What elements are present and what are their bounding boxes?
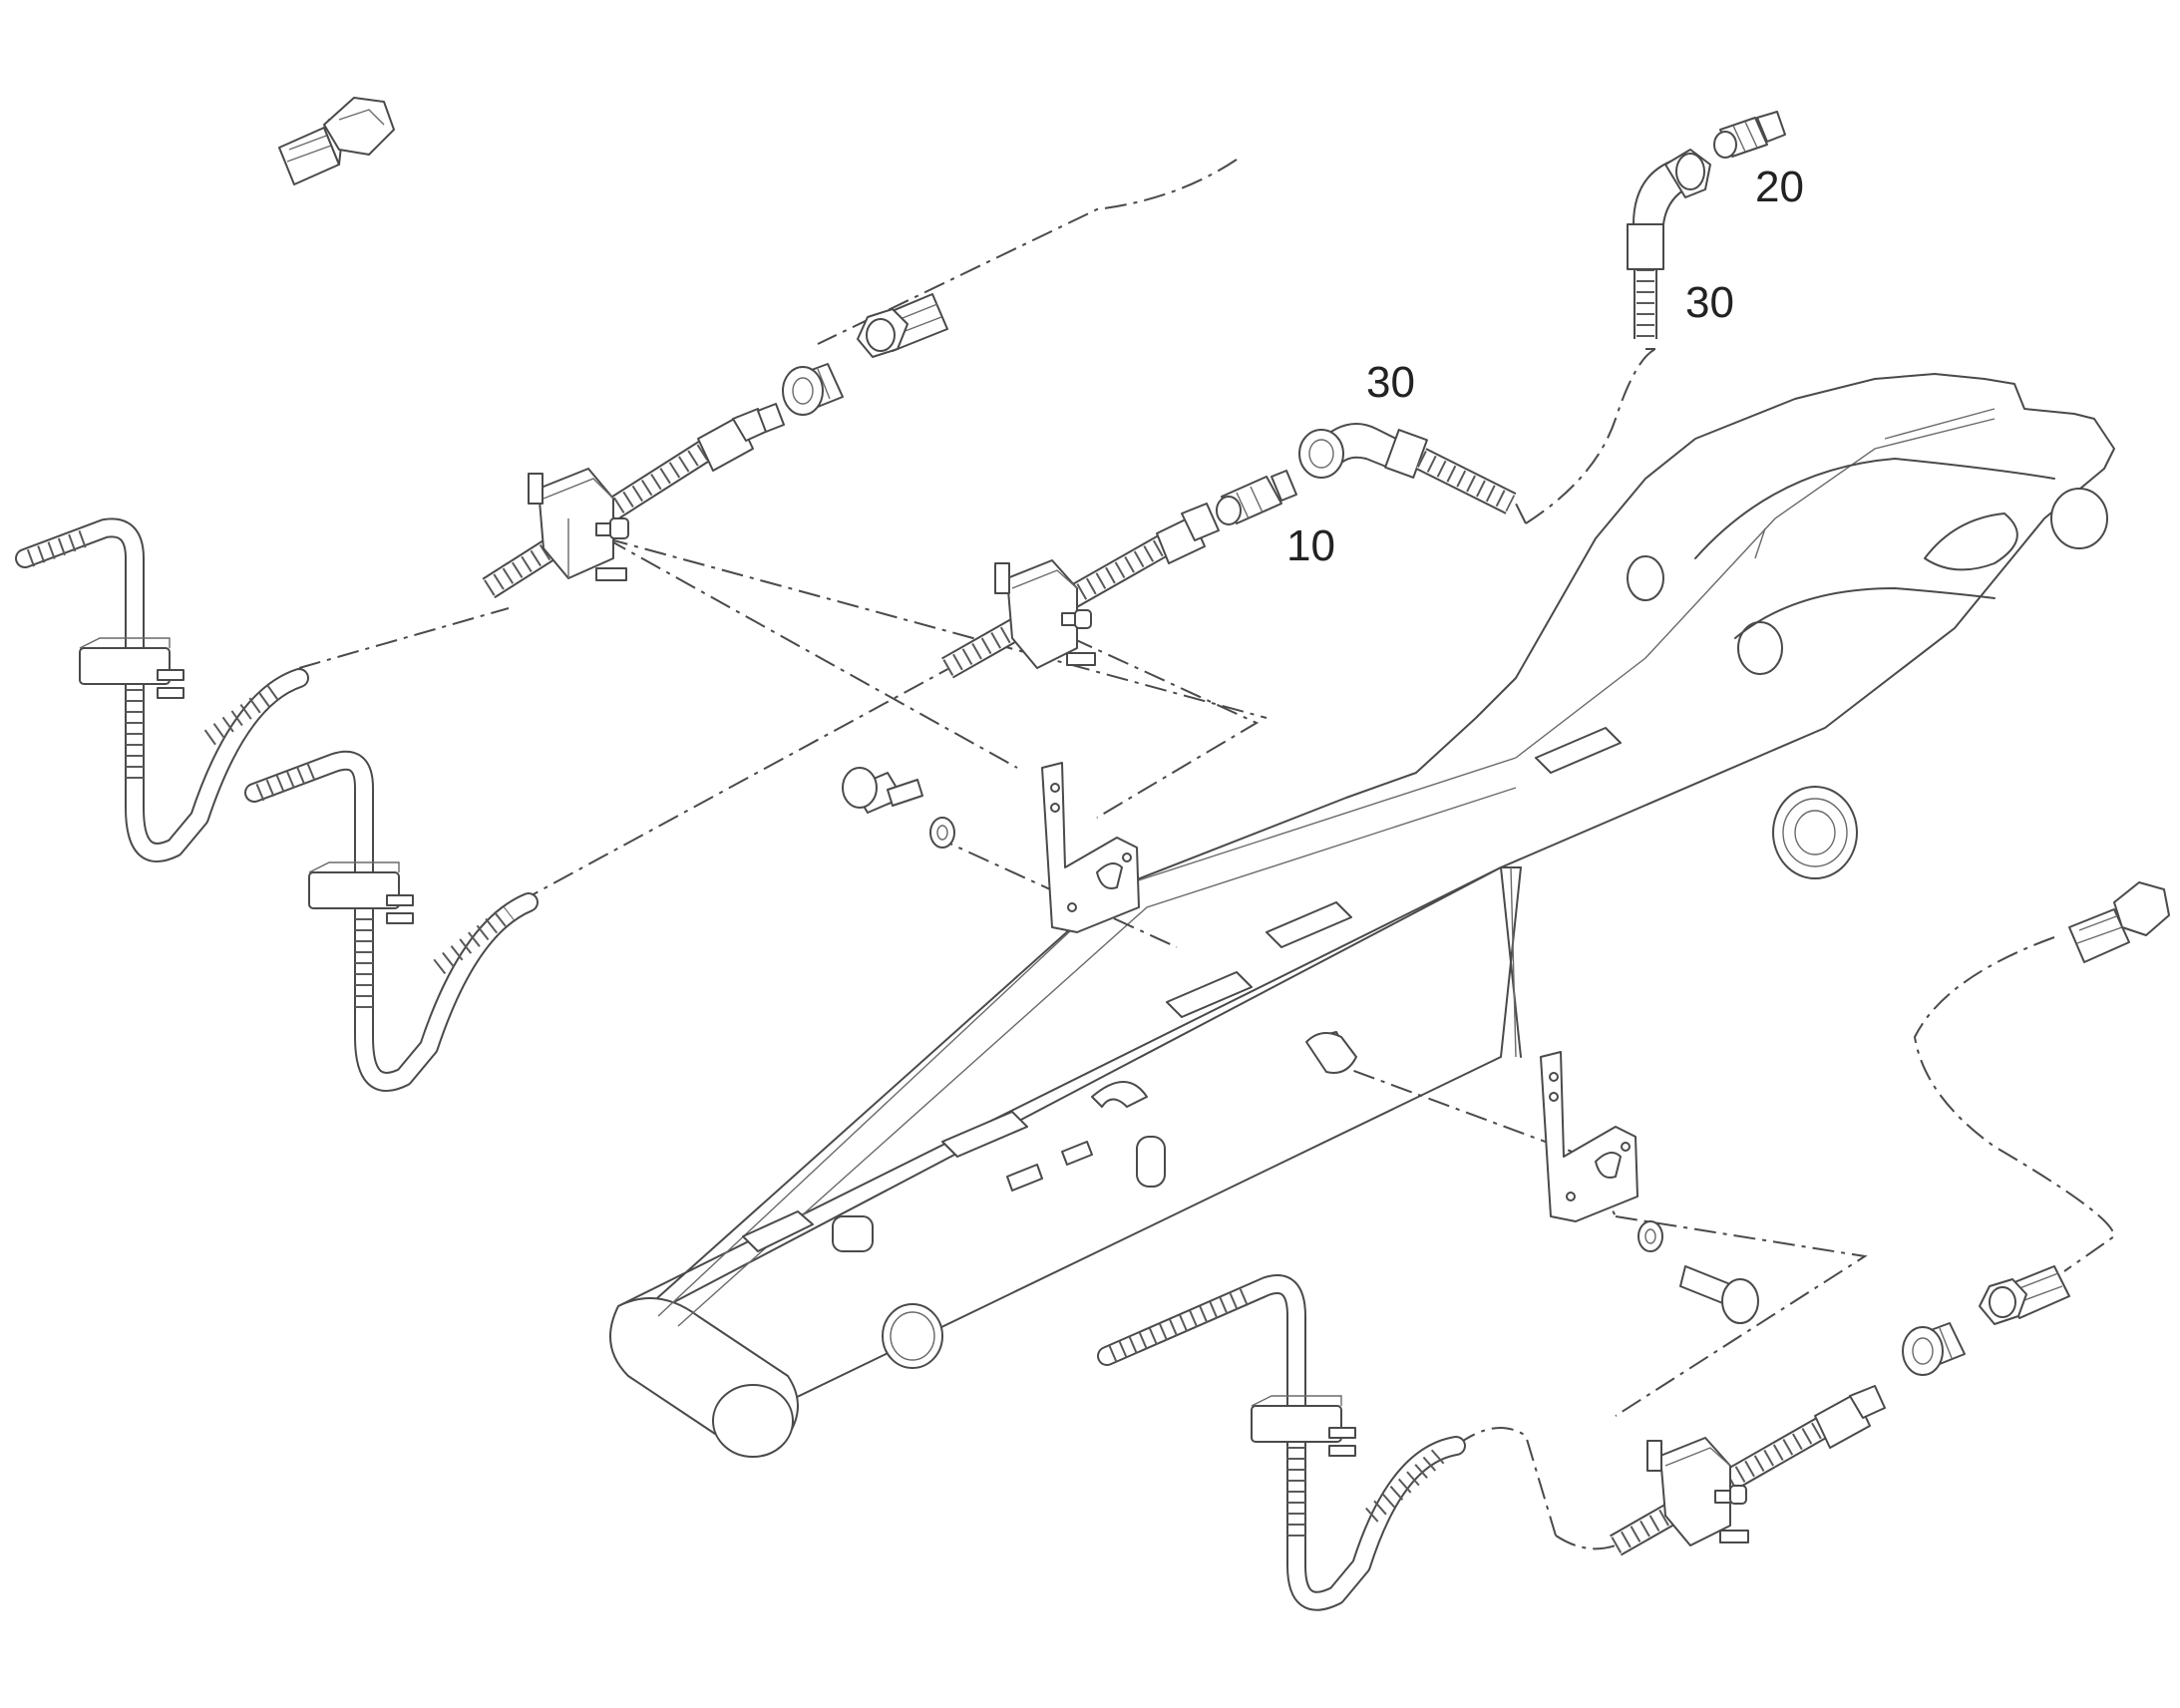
hose-30-lower	[1298, 423, 1517, 514]
adapter-10	[1216, 470, 1297, 525]
clamp-lower-right	[1646, 1437, 1749, 1546]
callout-label-10: 10	[1286, 521, 1335, 570]
nut-fitting-right	[1979, 1265, 2070, 1325]
clamp-middle	[994, 559, 1096, 669]
clamp-upper	[528, 468, 629, 581]
tube-left-2	[244, 750, 539, 1092]
nut-fitting-top	[857, 293, 948, 358]
bolt-right	[2068, 881, 2170, 963]
bolt-top	[278, 97, 395, 185]
callout-label-30-lower: 30	[1366, 358, 1415, 407]
tube-lower	[1097, 1274, 1466, 1611]
screw-left	[842, 767, 955, 849]
callout-label-30-upper: 30	[1685, 278, 1734, 327]
hose-30-upper	[1627, 149, 1711, 339]
boom-arm	[609, 373, 2115, 1458]
adapter-20	[1713, 111, 1786, 159]
pad-arm	[1305, 1032, 1357, 1074]
tube-left-1	[15, 517, 309, 862]
bracket-left	[1041, 762, 1140, 933]
adapter-fitting-top	[782, 363, 844, 416]
screw-right	[1637, 1220, 1759, 1324]
callout-label-20: 20	[1755, 163, 1804, 211]
bracket-right	[1540, 1051, 1638, 1222]
adapter-fitting-right	[1902, 1322, 1966, 1376]
